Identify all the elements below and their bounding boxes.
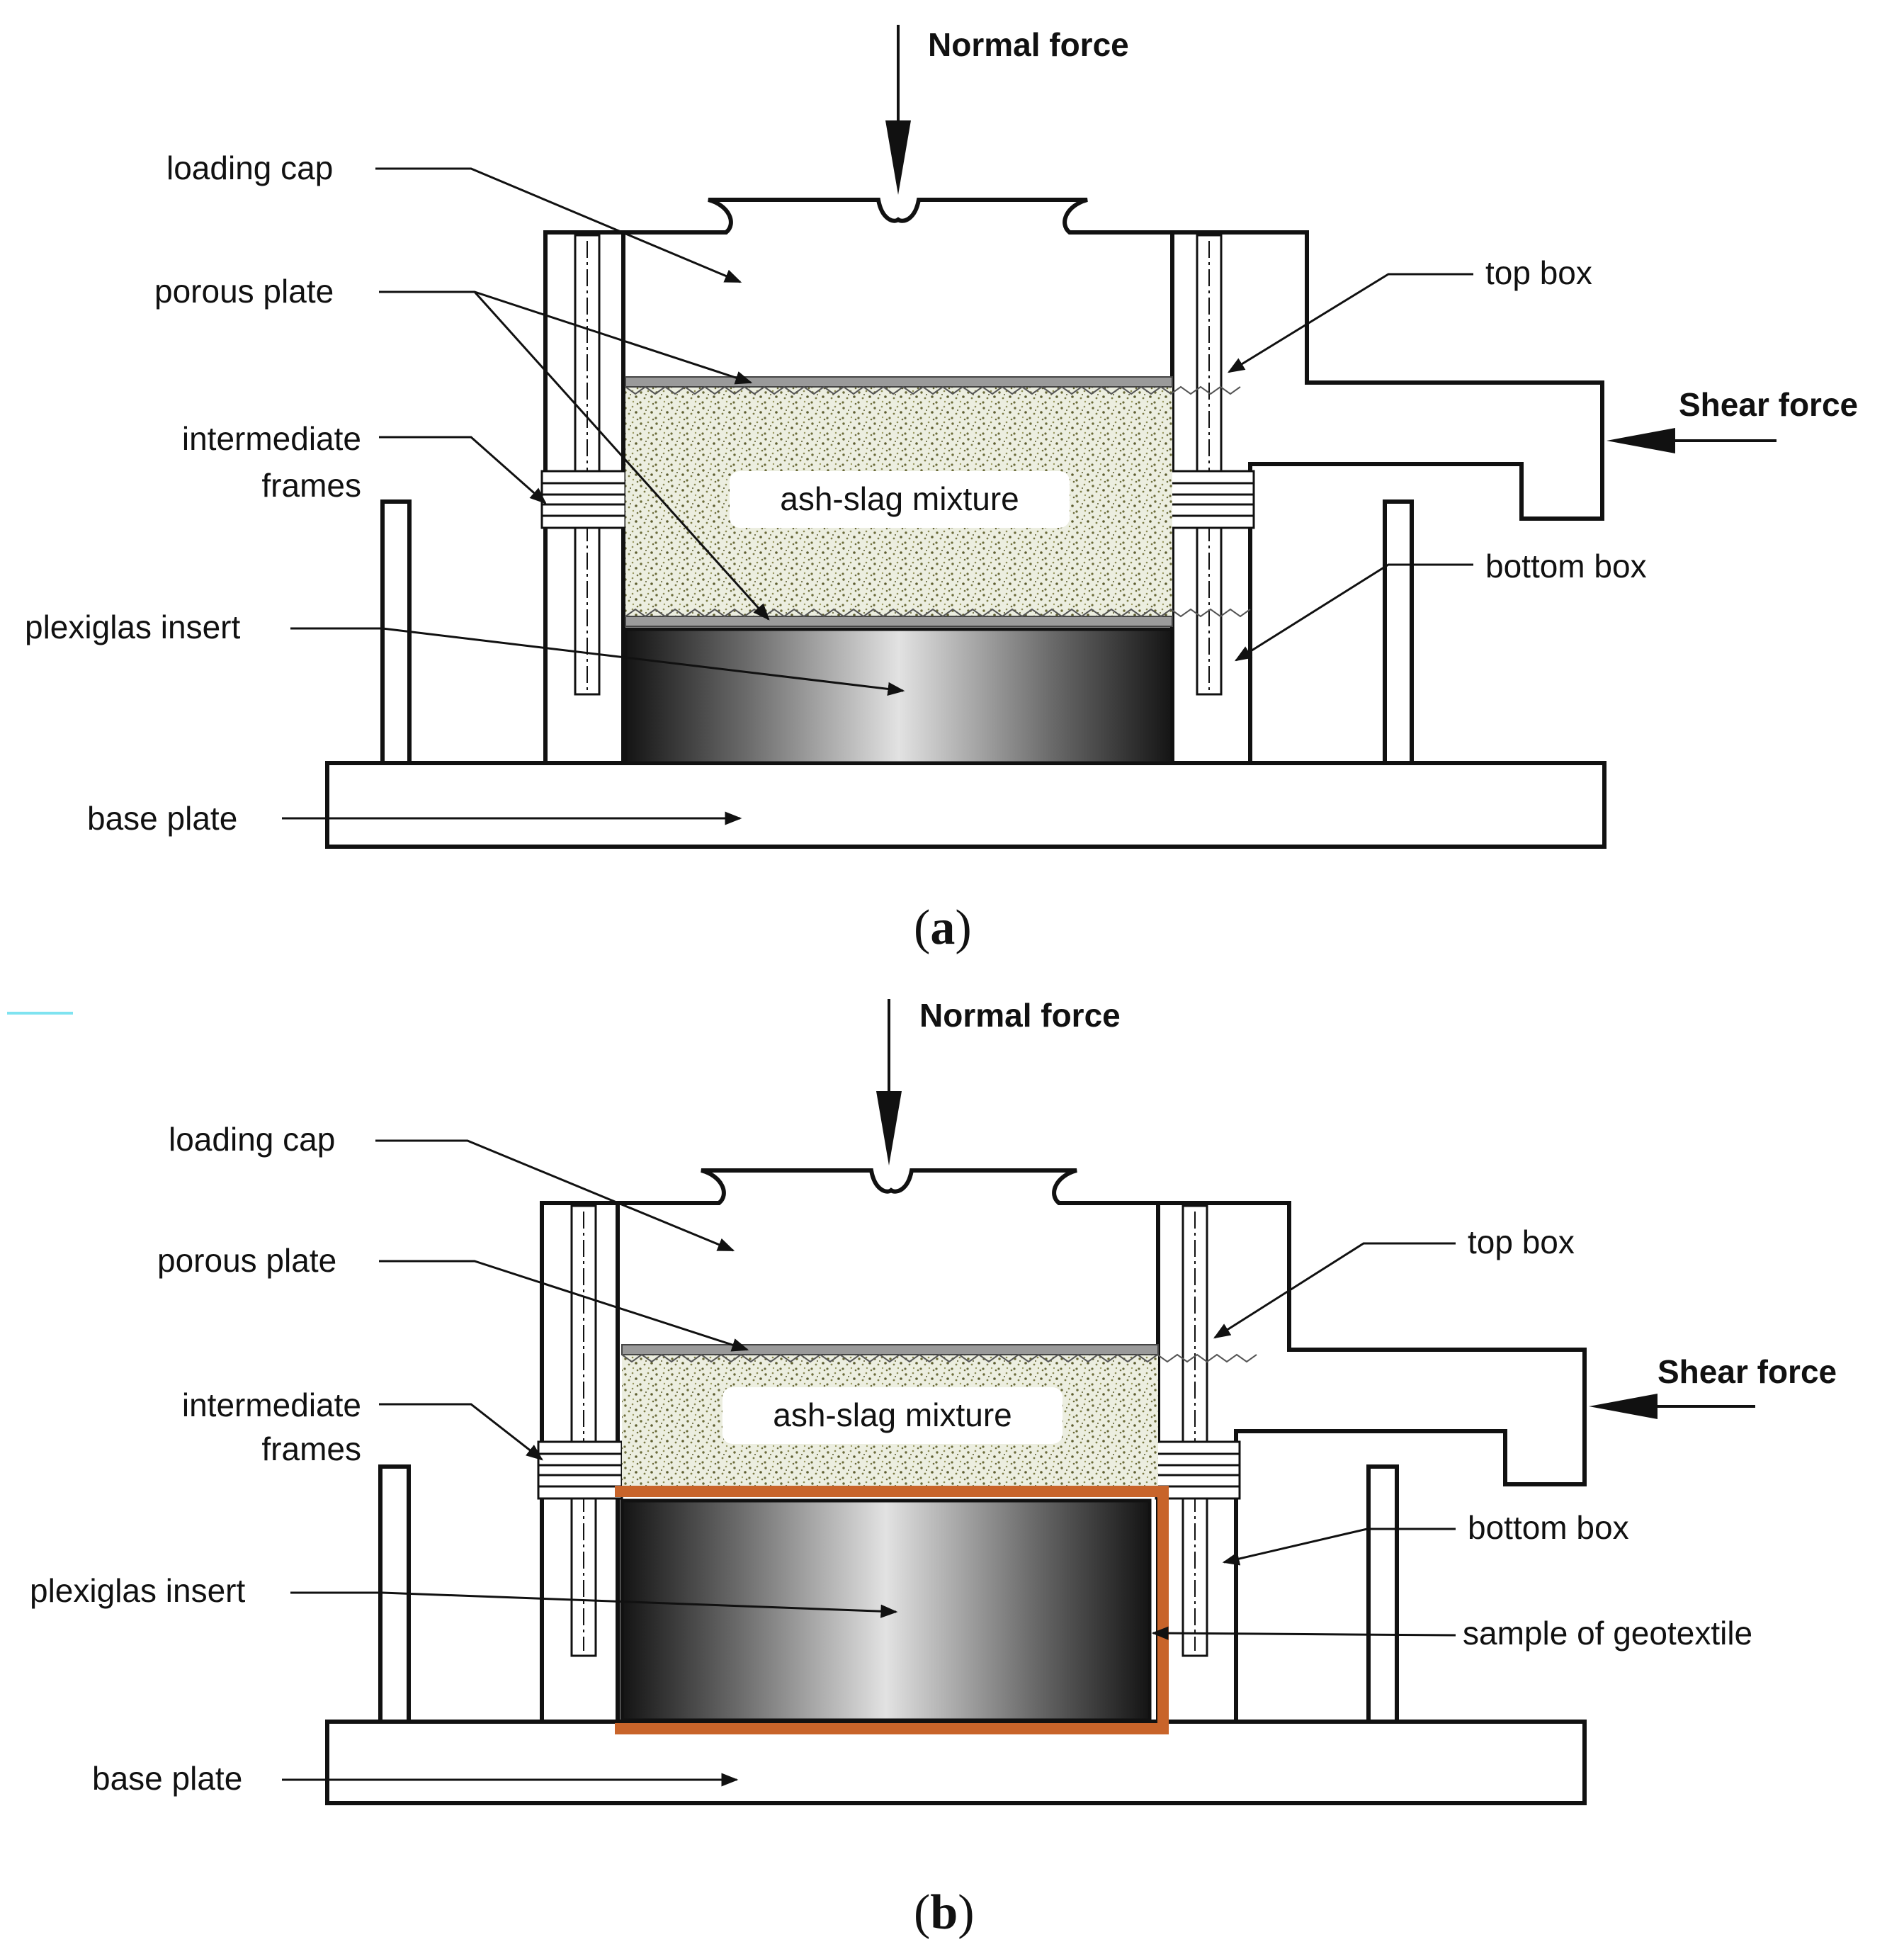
shear-force-label-b: Shear force (1658, 1353, 1837, 1390)
bottom-box-label-b: bottom box (1468, 1509, 1629, 1546)
porous-plate-top-a (625, 376, 1173, 388)
post-right-b (1366, 1464, 1399, 1724)
base-plate-label-b: base plate (92, 1760, 243, 1797)
mixture-label-a: ash-slag mixture (780, 480, 1019, 517)
base-plate-label-a: base plate (87, 800, 238, 837)
post-left-a (380, 499, 412, 765)
intermediate-label-a: intermediate (181, 420, 361, 457)
mixture-label-bg-a (730, 471, 1070, 528)
post-right-a (1383, 499, 1414, 765)
shear-force-arrow-a (1606, 428, 1675, 453)
top-box-label-a: top box (1485, 254, 1592, 291)
mixture-label-bg-b (722, 1387, 1062, 1444)
normal-force-label-a: Normal force (928, 26, 1129, 63)
normal-force-arrow-a (885, 120, 911, 195)
geotextile-b (615, 1486, 1169, 1734)
loading-cap-label-b: loading cap (169, 1121, 336, 1158)
caption-a: (a) (914, 901, 972, 955)
porous-plate-bottom-a (625, 616, 1173, 627)
geotextile-label-b: sample of geotextile (1463, 1615, 1753, 1652)
shear-force-arrow-b (1589, 1394, 1658, 1419)
plexiglas-insert-label-a: plexiglas insert (25, 609, 241, 645)
plexiglas-insert-a (623, 627, 1174, 765)
plexiglas-insert-label-b: plexiglas insert (30, 1572, 246, 1609)
normal-force-label-b: Normal force (919, 997, 1121, 1034)
bottom-box-label-a: bottom box (1485, 548, 1647, 585)
porous-plate-label-b: porous plate (157, 1242, 337, 1279)
frames-label-b: frames (261, 1430, 361, 1467)
shear-force-label-a: Shear force (1679, 386, 1859, 423)
panel-a (282, 25, 1776, 849)
porous-plate-label-a: porous plate (154, 273, 334, 310)
frames-label-a: frames (261, 467, 361, 504)
top-box-label-b: top box (1468, 1224, 1575, 1260)
normal-force-arrow-b (876, 1091, 902, 1165)
porous-plate-top-b (621, 1344, 1159, 1355)
loading-cap-label-a: loading cap (166, 149, 334, 186)
panel-b (282, 999, 1755, 1805)
mixture-label-b: ash-slag mixture (773, 1396, 1012, 1433)
intermediate-label-b: intermediate (181, 1387, 361, 1423)
base-plate-b (325, 1720, 1587, 1805)
base-plate-a (325, 761, 1606, 849)
caption-b: (b) (914, 1885, 975, 1940)
